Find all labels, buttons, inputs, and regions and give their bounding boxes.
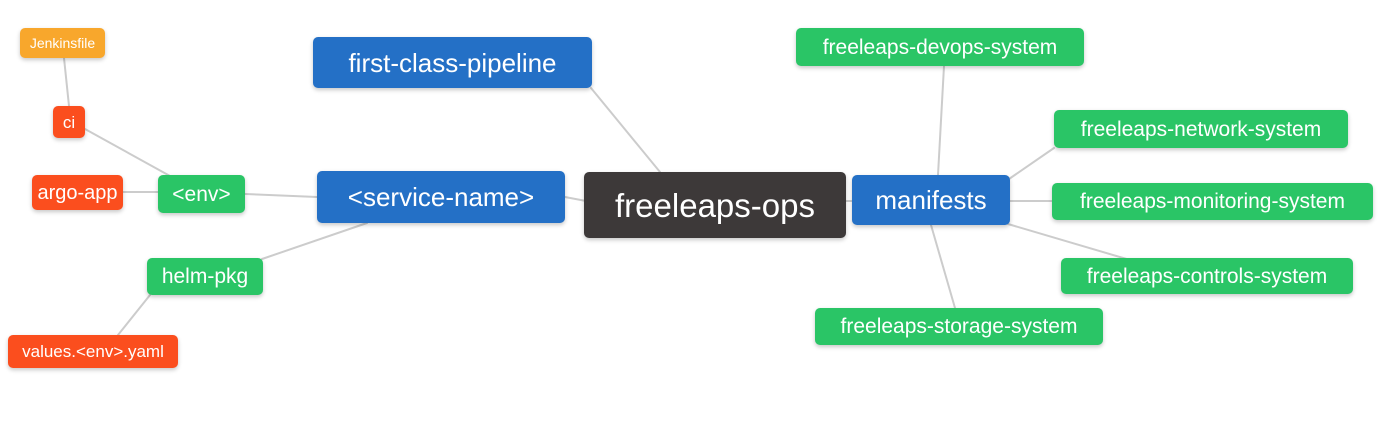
node-freeleaps-devops-system[interactable]: freeleaps-devops-system bbox=[796, 28, 1084, 66]
node-freeleaps-ops[interactable]: freeleaps-ops bbox=[584, 172, 846, 238]
node-freeleaps-controls-system[interactable]: freeleaps-controls-system bbox=[1061, 258, 1353, 294]
node-helm-pkg[interactable]: helm-pkg bbox=[147, 258, 263, 295]
node-freeleaps-network-system[interactable]: freeleaps-network-system bbox=[1054, 110, 1348, 148]
node-env[interactable]: <env> bbox=[158, 175, 245, 213]
node-ci[interactable]: ci bbox=[53, 106, 85, 138]
node-jenkinsfile[interactable]: Jenkinsfile bbox=[20, 28, 105, 58]
node-manifests[interactable]: manifests bbox=[852, 175, 1010, 225]
node-freeleaps-monitoring-system[interactable]: freeleaps-monitoring-system bbox=[1052, 183, 1373, 220]
node-argo-app[interactable]: argo-app bbox=[32, 175, 123, 210]
node-service-name[interactable]: <service-name> bbox=[317, 171, 565, 223]
node-first-class-pipeline[interactable]: first-class-pipeline bbox=[313, 37, 592, 88]
node-freeleaps-storage-system[interactable]: freeleaps-storage-system bbox=[815, 308, 1103, 345]
node-values-env-yaml[interactable]: values.<env>.yaml bbox=[8, 335, 178, 368]
